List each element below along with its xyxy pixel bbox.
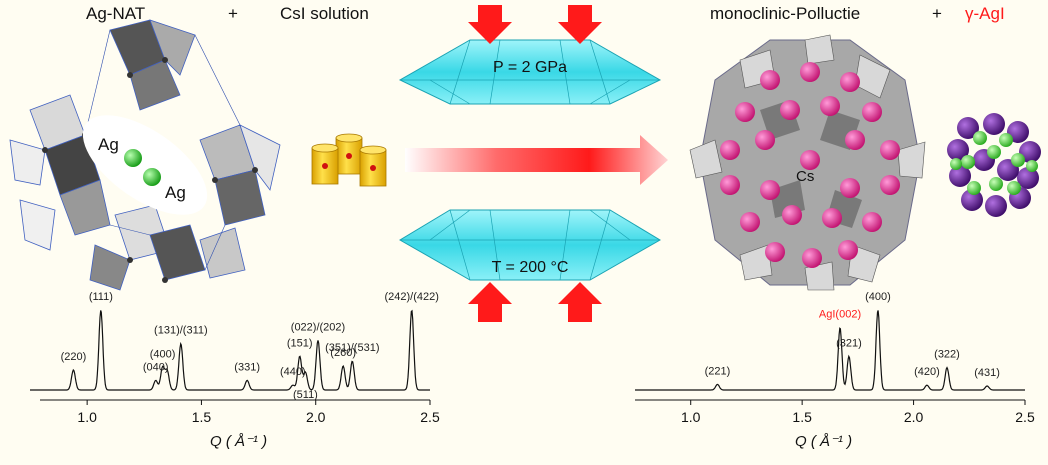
x-tick-label: 2.0 [904, 409, 924, 425]
peak-label: (040) [143, 361, 169, 373]
ag-nat-title: Ag-NAT [86, 4, 146, 23]
x-tick-label: 1.0 [77, 409, 97, 425]
peak-label: (440) [280, 366, 306, 378]
diamond-anvil-top: P = 2 GPa [398, 39, 662, 105]
peak-label: (331) [234, 361, 260, 373]
peak-label: (151) [287, 337, 313, 349]
peak-label: (400) [865, 291, 891, 303]
ag-nat-framework: Ag Ag [9, 19, 281, 291]
cs-label: Cs [796, 168, 814, 185]
xrd-chart-left: 1.0 1.5 2.0 2.5 (220) (111) (040)(400) (131)/(… [30, 291, 440, 450]
radioactive-barrel-icon [311, 133, 387, 187]
ag-label-bottom: Ag [165, 183, 186, 202]
peak-label: (221) [705, 365, 731, 377]
x-tick-label: 1.5 [792, 409, 812, 425]
plus-sign-left: + [228, 4, 238, 23]
peak-label: (351)/(531) [325, 342, 379, 354]
peak-label: (322) [934, 349, 960, 361]
x-tick-label: 1.0 [681, 409, 701, 425]
xrd-trace-left [30, 309, 430, 391]
gamma-agi-cluster [947, 113, 1041, 217]
peak-label: (260) [330, 347, 356, 359]
x-tick-label: 2.5 [1015, 409, 1035, 425]
csi-solution-label: CsI solution [280, 4, 369, 23]
peak-label: (131)/(311) [154, 325, 208, 337]
gamma-agi-label: γ-AgI [965, 4, 1005, 23]
x-tick-label: 1.5 [192, 409, 212, 425]
pressure-label: P = 2 GPa [493, 59, 567, 76]
pressure-arrow-icon [468, 5, 602, 322]
peak-label: (420) [914, 366, 940, 378]
peak-label: (111) [89, 291, 113, 303]
reaction-arrow-icon [405, 135, 668, 185]
peak-label: (242)/(422) [385, 291, 439, 303]
xrd-chart-right: 1.0 1.5 2.0 2.5 (221) AgI(002) (321) (400) (420… [635, 291, 1035, 450]
x-tick-label: 2.0 [306, 409, 326, 425]
cs-atoms [720, 62, 900, 268]
peak-label: (321) [836, 337, 862, 349]
ag-label-top: Ag [98, 135, 119, 154]
peak-label: (511) [293, 389, 318, 401]
xrd-trace-right [635, 310, 1025, 391]
q-axis-label-right: Q ( Å⁻¹ ) [795, 433, 852, 450]
plus-sign-right: + [932, 4, 942, 23]
peak-label: (022)/(202) [291, 321, 345, 333]
temperature-label: T = 200 °C [492, 259, 569, 276]
ag-atom [124, 149, 142, 167]
monoclinic-pollucite-title: monoclinic-Polluctie [710, 4, 861, 23]
peak-label: (220) [61, 351, 87, 363]
peak-label: AgI(002) [819, 309, 861, 321]
diamond-anvil-bottom: T = 200 °C [399, 209, 661, 281]
pollucite-framework: Cs [689, 34, 926, 291]
q-axis-label-left: Q ( Å⁻¹ ) [210, 433, 267, 450]
x-tick-label: 2.5 [420, 409, 440, 425]
peak-label: (431) [974, 367, 1000, 379]
ag-atom [143, 168, 161, 186]
peak-label: (400) [150, 349, 176, 361]
